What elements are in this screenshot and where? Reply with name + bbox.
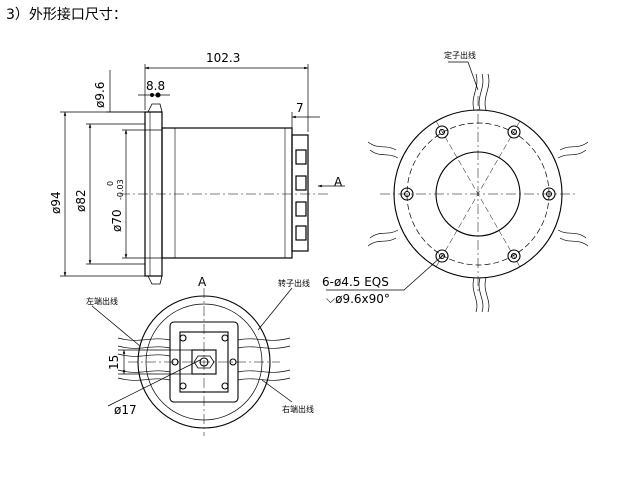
hole-spec-line2: ⌵ø9.6x90° — [326, 292, 390, 306]
dim-flange-thickness: 8.8 — [146, 79, 165, 93]
end-cap — [291, 134, 309, 252]
dim-outer-dia: ø94 — [49, 191, 63, 214]
front-view — [326, 61, 589, 313]
hole-spec-line1: 6-ø4.5 EQS — [322, 275, 389, 289]
dim-pilot-tol-lower: -0.03 — [116, 179, 125, 200]
label-left-end-wire: 左端出线 — [86, 296, 118, 306]
side-view — [120, 103, 330, 285]
dim-pilot-tol-upper: 0 — [106, 181, 115, 186]
label-rotor-wire: 转子出线 — [278, 278, 310, 288]
section-heading: 3）外形接口尺寸： — [6, 7, 127, 23]
bore-height-dim — [118, 349, 194, 375]
side-dimensions — [60, 64, 345, 277]
wire-bundles-bottom — [117, 337, 291, 381]
dim-pcd: ø82 — [74, 189, 88, 212]
dim-flange-dia: ø9.6 — [93, 82, 107, 108]
view-marker-side: A — [334, 175, 343, 189]
housing-body — [161, 127, 293, 259]
dim-overall-length: 102.3 — [206, 51, 240, 65]
wire-bundles-front — [367, 73, 589, 313]
dim-bore-height: 15 — [107, 355, 121, 370]
label-right-end-wire: 右端出线 — [282, 404, 314, 414]
bolt-holes — [400, 125, 556, 263]
dim-end-length: 7 — [296, 101, 304, 115]
view-marker-bottom: A — [198, 275, 207, 289]
bottom-view — [91, 287, 293, 436]
dim-pilot-dia: ø70 — [110, 209, 124, 232]
dim-bore-dia: ø17 — [114, 403, 137, 417]
label-stator-wire: 定子出线 — [444, 50, 476, 60]
